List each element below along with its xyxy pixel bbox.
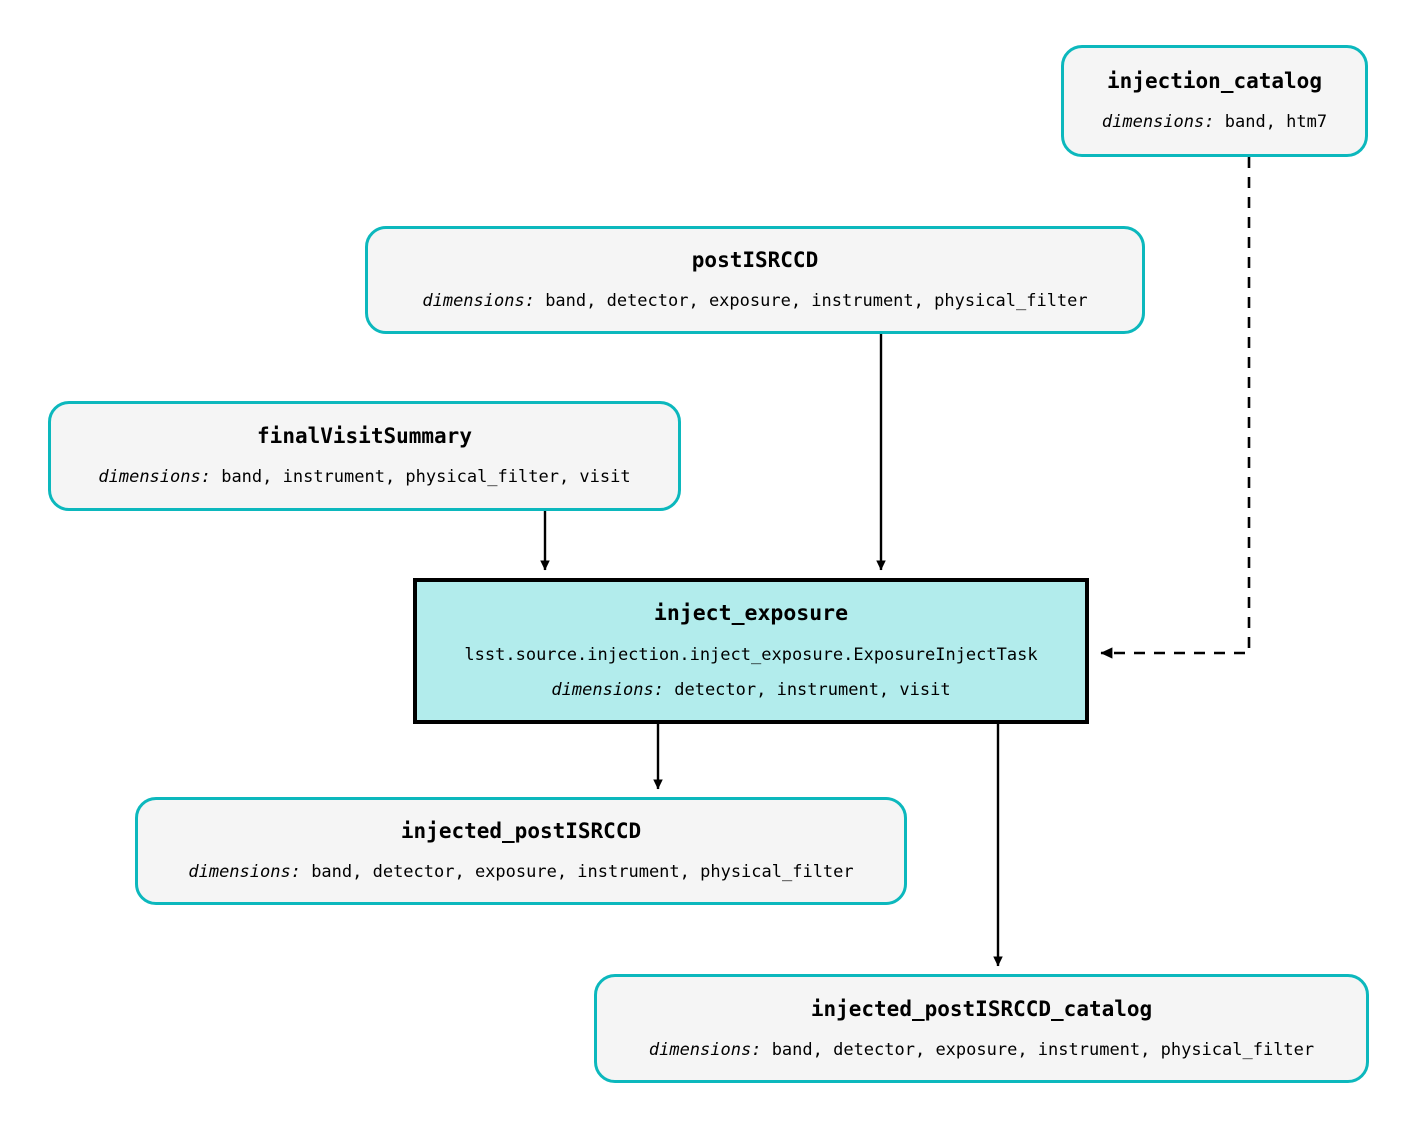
dimensions-label: dimensions: <box>188 862 301 883</box>
node-dimensions: dimensions: band, detector, exposure, in… <box>188 863 853 882</box>
dimensions-label: dimensions: <box>98 467 211 488</box>
node-injected-postisrccd[interactable]: injected_postISRCCD dimensions: band, de… <box>135 797 907 905</box>
node-postisrccd[interactable]: postISRCCD dimensions: band, detector, e… <box>365 226 1145 334</box>
node-injected-postisrccd-catalog[interactable]: injected_postISRCCD_catalog dimensions: … <box>594 974 1369 1083</box>
dimensions-label: dimensions: <box>551 679 664 700</box>
task-class-label: lsst.source.injection.inject_exposure.Ex… <box>464 645 1038 666</box>
node-dimensions: dimensions: band, detector, exposure, in… <box>422 292 1087 311</box>
dimensions-value: band, htm7 <box>1214 112 1328 133</box>
dimensions-value: band, instrument, physical_filter, visit <box>210 467 631 488</box>
node-title: injection_catalog <box>1107 69 1322 94</box>
node-title: finalVisitSummary <box>257 424 472 449</box>
node-dimensions: dimensions: detector, instrument, visit <box>551 679 951 700</box>
dimensions-label: dimensions: <box>648 1039 762 1060</box>
node-title: injected_postISRCCD <box>400 819 642 844</box>
node-title: inject_exposure <box>653 601 849 627</box>
node-dimensions: dimensions: band, htm7 <box>1102 113 1327 132</box>
node-inject-exposure-task[interactable]: inject_exposure lsst.source.injection.in… <box>413 578 1089 724</box>
node-title: postISRCCD <box>691 248 819 273</box>
node-dimensions: dimensions: band, detector, exposure, in… <box>648 1039 1315 1060</box>
node-title: injected_postISRCCD_catalog <box>810 996 1153 1021</box>
dimensions-label: dimensions: <box>1101 112 1215 133</box>
dimensions-value: band, detector, exposure, instrument, ph… <box>300 862 854 883</box>
dimensions-value: band, detector, exposure, instrument, ph… <box>761 1039 1315 1060</box>
dimensions-value: band, detector, exposure, instrument, ph… <box>534 291 1088 312</box>
dimensions-label: dimensions: <box>422 291 535 312</box>
dimensions-value: detector, instrument, visit <box>664 679 951 700</box>
node-finalvisitsummary[interactable]: finalVisitSummary dimensions: band, inst… <box>48 401 681 511</box>
node-dimensions: dimensions: band, instrument, physical_f… <box>98 468 630 487</box>
node-injection-catalog[interactable]: injection_catalog dimensions: band, htm7 <box>1061 45 1368 157</box>
